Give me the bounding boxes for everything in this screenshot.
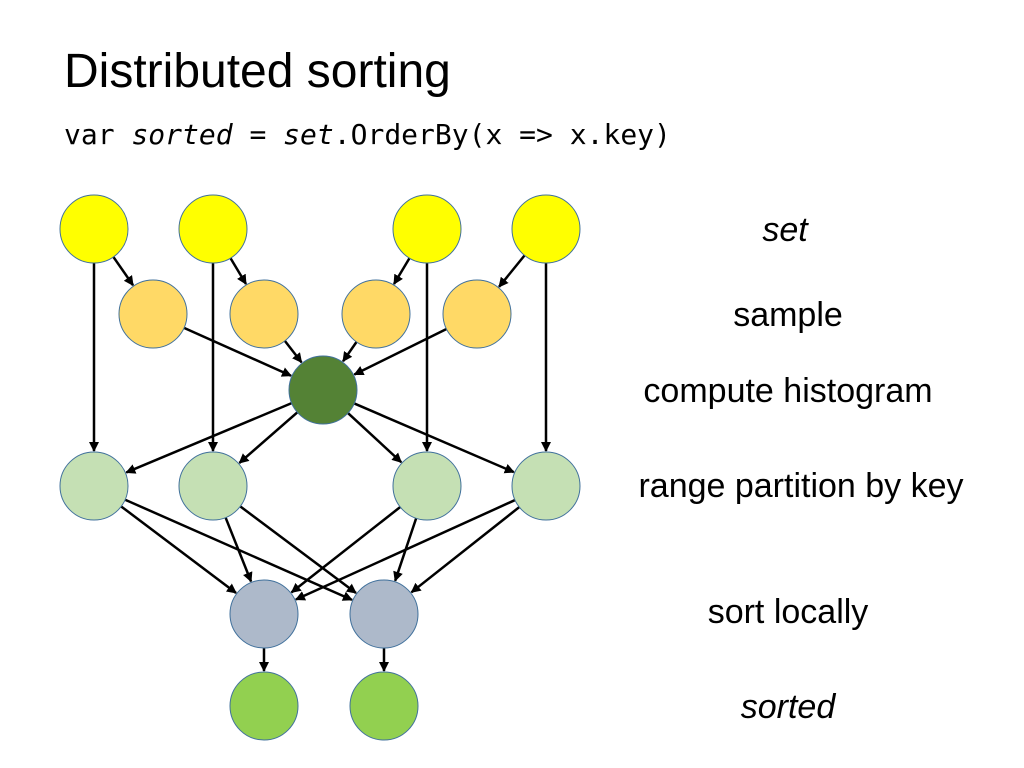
stage-label-sorted: sorted (740, 688, 836, 726)
arrow-s1-h (183, 326, 292, 377)
stage-label-sample: sample (733, 296, 843, 334)
arrow-h-p1 (125, 401, 293, 474)
arrow-y3-s3 (392, 257, 411, 285)
slide-title: Distributed sorting (64, 45, 451, 98)
partition-node-p2 (178, 451, 248, 521)
set-node-y4 (511, 194, 581, 264)
arrow-s4-h (353, 327, 448, 376)
arrow-p3-o1 (290, 506, 402, 594)
arrow-h-p3 (347, 412, 403, 464)
arrow-h-p2 (238, 411, 299, 464)
set-node-y3 (392, 194, 462, 264)
code-line: var sorted = set.OrderBy(x => x.key) (64, 118, 671, 151)
arrow-p4-o2 (410, 506, 521, 594)
code-equals: = (232, 118, 284, 151)
partition-node-p1 (59, 451, 129, 521)
code-var: var (64, 118, 132, 151)
set-node-y1 (59, 194, 129, 264)
arrow-p1-o1 (120, 505, 237, 594)
stage-label-histogram: compute histogram (643, 372, 933, 410)
sort-node-o1 (229, 579, 299, 649)
sample-node-s4 (442, 279, 512, 349)
partition-node-p3 (392, 451, 462, 521)
arrow-h-p4 (353, 402, 515, 474)
arrow-p2-o2 (239, 505, 357, 595)
sample-node-s2 (229, 279, 299, 349)
set-node-y2 (178, 194, 248, 264)
sort-node-o2 (349, 579, 419, 649)
code-sorted: sorted (131, 118, 233, 151)
sample-node-s1 (118, 279, 188, 349)
arrow-s3-h (341, 341, 358, 363)
code-orderby: .OrderBy(x => x.key) (333, 118, 671, 151)
arrow-s2-h (283, 340, 303, 364)
arrow-y4-s4 (498, 254, 526, 288)
sorted-node-f2 (349, 671, 419, 741)
stage-label-sort: sort locally (707, 593, 869, 631)
histogram-node-h (288, 355, 358, 425)
arrow-p2-o1 (224, 517, 253, 583)
partition-node-p4 (511, 451, 581, 521)
arrow-p4-o1 (294, 498, 516, 601)
sorted-node-f1 (229, 671, 299, 741)
arrow-y1-s1 (112, 256, 135, 287)
code-set: set (283, 118, 334, 151)
stage-label-partition: range partition by key (638, 467, 964, 505)
stage-label-set: set (762, 211, 808, 249)
sample-node-s3 (341, 279, 411, 349)
arrow-y2-s2 (229, 257, 248, 285)
